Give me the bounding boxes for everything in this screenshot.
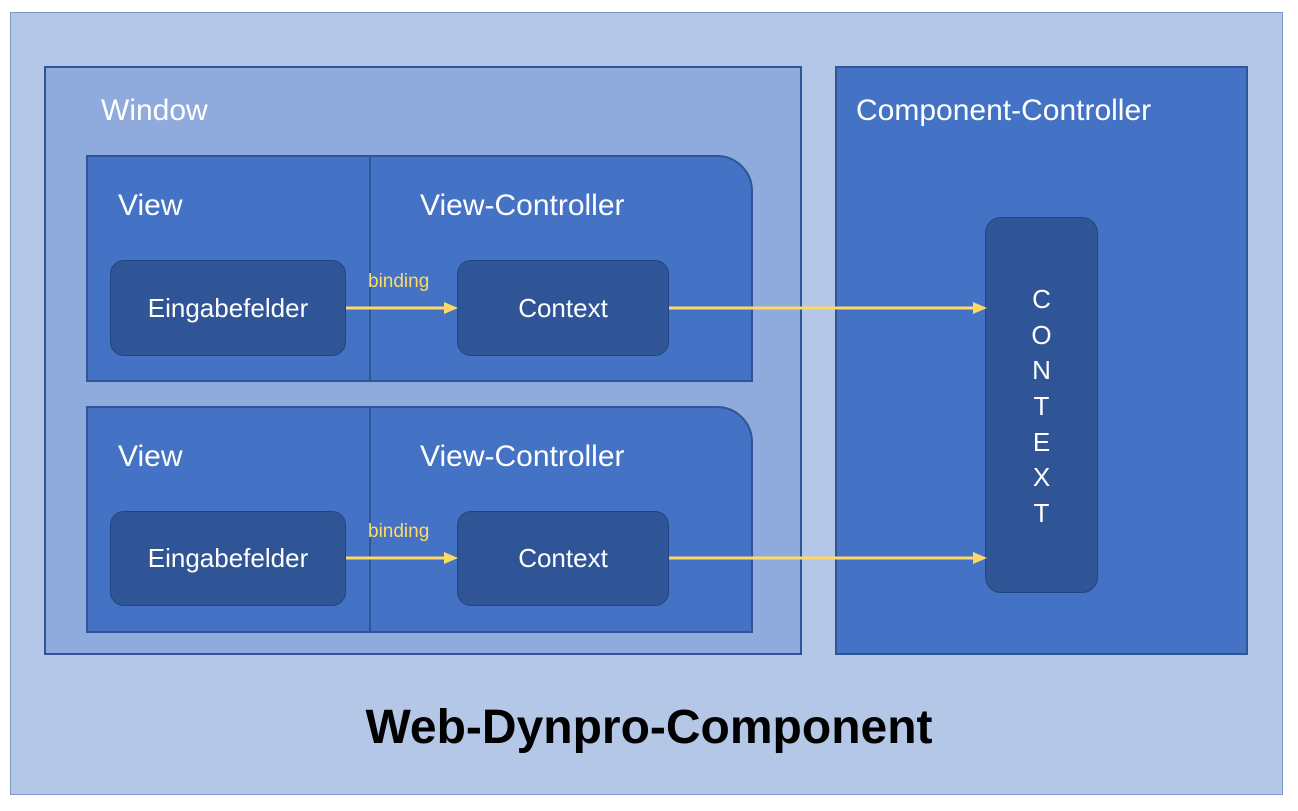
view-context-box-2: Context (457, 511, 669, 606)
component-context-box (985, 217, 1098, 593)
window-label: Window (101, 94, 208, 127)
view-label-2: View (118, 440, 183, 473)
mapping-arrowhead-2 (973, 552, 987, 564)
context-letter: N (1032, 355, 1051, 386)
context-letter: T (1033, 391, 1050, 422)
context-letter: C (1032, 284, 1051, 314)
context-letter: T (1033, 498, 1050, 529)
view-divider-2 (369, 408, 371, 631)
context-letter: E (1032, 426, 1051, 457)
view-context-box-1: Context (457, 260, 669, 356)
context-letter: X (1032, 462, 1051, 493)
input-fields-label-2: Eingabefelder (147, 543, 309, 573)
input-fields-box-1: Eingabefelder (110, 260, 346, 356)
view-divider-1 (369, 157, 371, 380)
binding-arrowhead-1 (444, 302, 458, 314)
context-letter: O (1031, 319, 1052, 350)
view-context-label-1: Context (518, 292, 608, 323)
diagram-title: Web-Dynpro-Component (365, 701, 933, 754)
view-context-label-2: Context (518, 543, 608, 573)
input-fields-label-1: Eingabefelder (147, 292, 309, 323)
view-controller-label-1: View-Controller (420, 189, 625, 222)
view-controller-label-2: View-Controller (420, 440, 625, 473)
binding-arrowhead-2 (444, 552, 458, 564)
mapping-arrowhead-1 (973, 302, 987, 314)
input-fields-box-2: Eingabefelder (110, 511, 346, 606)
binding-label-1: binding (368, 271, 430, 292)
binding-label-2: binding (368, 521, 430, 542)
component-controller-label: Component-Controller (856, 94, 1152, 127)
view-label-1: View (118, 189, 183, 222)
